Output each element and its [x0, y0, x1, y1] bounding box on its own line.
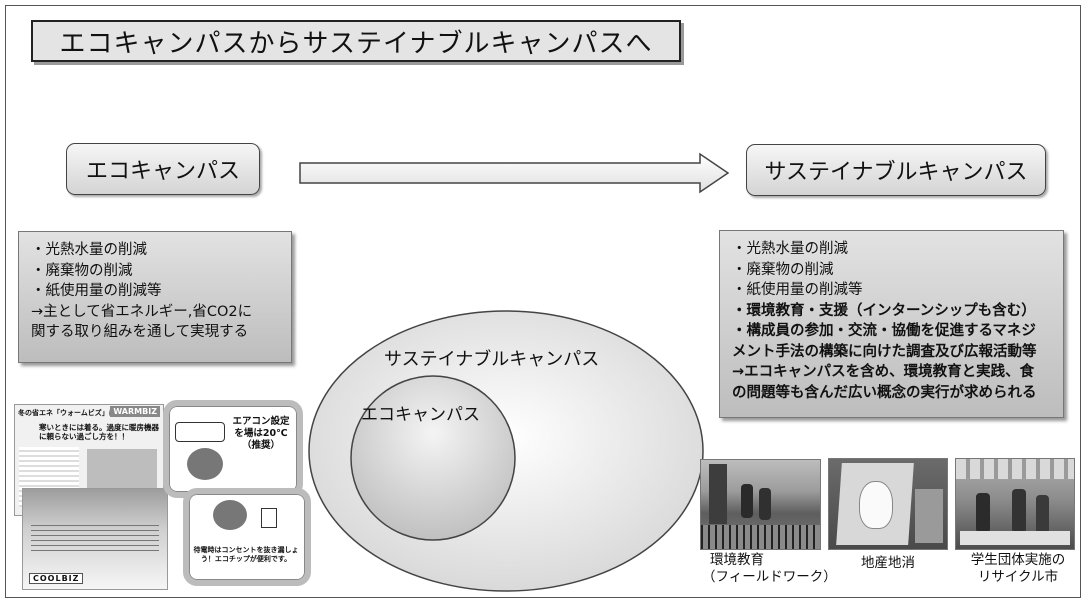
- person-figure: [1012, 489, 1026, 533]
- desc-line: ・構成員の参加・交流・協働を促進するマネジ: [732, 323, 1036, 339]
- slide-title: エコキャンパスからサステイナブルキャンパスへ: [31, 20, 681, 62]
- bicycle-rack: [701, 525, 820, 549]
- person-figure: [741, 484, 753, 518]
- coolbiz-poster: COOLBIZ: [22, 488, 168, 590]
- recycle-market-photo: [955, 458, 1075, 550]
- desc-line: の問題等も含んだ広い概念の実行が求められる: [732, 384, 1037, 401]
- tree-mascot-icon: [187, 448, 223, 480]
- warmbiz-heading: 冬の省エネ「ウォームビズ」について: [18, 409, 137, 417]
- aircon-text: エアコン設定を場は20℃（推奨）: [232, 416, 290, 451]
- caption-line: 学生団体実施の: [970, 552, 1066, 568]
- eco-campus-ellipse: [350, 375, 516, 541]
- desc-line: メント手法の構築に向けた調査及び広報活動等: [732, 343, 1037, 360]
- display-stand: [915, 489, 943, 543]
- local-food-caption: 地産地消: [858, 555, 918, 572]
- transition-arrow: [299, 152, 730, 194]
- outlet-sticker: 待電時はコンセントを抜き漏しょう！エコチップが便利です。: [183, 488, 311, 586]
- desc-line: ・廃棄物の削減: [732, 261, 834, 278]
- ceiling-windows: [956, 459, 1074, 479]
- warmbiz-subtitle: 寒いときには着る。過度に暖房機器に頼らない過ごし方を！！: [39, 423, 159, 441]
- coolbiz-tag: COOLBIZ: [29, 573, 84, 584]
- venn-outer-label: サステイナブルキャンパス: [384, 349, 600, 370]
- desc-line: ・紙使用量の削減等: [31, 283, 162, 299]
- person-figure: [1036, 495, 1049, 535]
- desc-line: →主として省エネルギー,省CO2に: [31, 303, 253, 320]
- outlet-icon: [261, 508, 277, 528]
- desc-line: →エコキャンパスを含め、環境教育と実践、食: [732, 364, 1035, 380]
- sustainable-campus-pill: サステイナブルキャンパス: [746, 144, 1046, 196]
- slide-frame: [5, 5, 1081, 598]
- outlet-text: 待電時はコンセントを抜き漏しょう！エコチップが便利です。: [193, 546, 299, 563]
- desc-line: ・廃棄物の削減: [31, 262, 133, 279]
- tree-mascot-icon: [213, 500, 247, 530]
- sustainable-campus-description: ・光熱水量の削減 ・廃棄物の削減 ・紙使用量の削減等 ・環境教育・支援（インター…: [719, 230, 1064, 418]
- caption-line: 環境教育: [710, 552, 764, 568]
- poster-body-text: [31, 523, 159, 551]
- bird-illustration: [859, 481, 893, 529]
- person-figure: [976, 493, 990, 533]
- desc-line: ・環境教育・支援（インターンシップも含む）: [732, 302, 1036, 319]
- caption-line: （フィールドワーク）: [702, 569, 837, 585]
- venn-diagram: [308, 310, 704, 592]
- local-food-photo: [828, 458, 948, 550]
- eco-campus-description: ・光熱水量の削減 ・廃棄物の削減 ・紙使用量の削減等 →主として省エネルギー,省…: [18, 231, 292, 363]
- venn-inner-label: エコキャンパス: [361, 405, 480, 425]
- recycle-market-caption: 学生団体実施の リサイクル市: [962, 552, 1074, 586]
- tree-trunk: [709, 464, 727, 524]
- desc-line: ・紙使用量の削減等: [732, 282, 863, 298]
- fieldwork-caption: 環境教育 （フィールドワーク）: [702, 552, 850, 586]
- desc-line: 関する取り組みを通して実現する: [31, 324, 249, 340]
- aircon-sticker: エアコン設定を場は20℃（推奨）: [163, 400, 303, 498]
- warmbiz-tag: WARMBIZ: [110, 406, 160, 417]
- fieldwork-photo: [700, 459, 821, 550]
- desc-line: ・光熱水量の削減: [31, 242, 147, 258]
- aircon-icon: [175, 422, 225, 442]
- caption-line: リサイクル市: [977, 569, 1059, 585]
- eco-campus-pill: エコキャンパス: [66, 143, 260, 195]
- sale-table: [960, 531, 1070, 545]
- caption-line: 地産地消: [861, 555, 915, 571]
- person-figure: [759, 488, 771, 520]
- desc-line: ・光熱水量の削減: [732, 241, 848, 257]
